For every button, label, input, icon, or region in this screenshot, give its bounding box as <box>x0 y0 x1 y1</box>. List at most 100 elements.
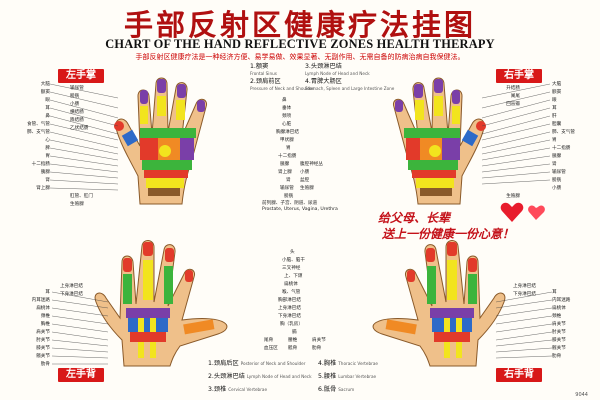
right-back-leader-lines <box>495 291 553 359</box>
right-palm-leader-lines <box>481 83 551 185</box>
slogan-line-2: 送上一份健康一份心意！ <box>382 227 515 241</box>
left-palm-label: 心 <box>45 138 50 143</box>
bottom-legend-item: 3.颈椎 Cervical Vertebrae <box>208 386 268 393</box>
right-palm-label: 小肠 <box>552 186 562 191</box>
left-palm-label: 乙状结肠 <box>70 126 89 131</box>
center-top-label: 甲状腺 <box>280 138 294 143</box>
right-back-label: 膝关节 <box>552 338 566 343</box>
center-bottom-label: 肋骨 <box>312 346 322 351</box>
left-palm-label: 胃 <box>45 154 50 159</box>
right-palm-label: 生殖腺 <box>506 194 520 199</box>
center-top-label: 膀胱 <box>284 194 294 199</box>
chart-title-chinese: 手部反射区健康疗法挂图 <box>123 8 476 42</box>
center-bottom-label: 骶骨 <box>288 346 298 351</box>
center-bottom-label: 头 <box>290 250 295 255</box>
left-palm-label: 食管、气管 <box>27 122 50 127</box>
right-back-label: 颈椎 <box>552 314 562 319</box>
left-palm-label: 十二指肠 <box>31 162 50 167</box>
left-back-label: 膝关节 <box>36 346 50 351</box>
left-palm-label: 输尿管 <box>70 86 84 91</box>
top-legend-item: 2.颈肩前区 Pressure of Neck and Shoulder <box>250 78 315 91</box>
left-palm-label: 横结肠 <box>70 110 84 115</box>
right-palm-label: 胆囊 <box>552 122 562 127</box>
right-palm-label: 十二指肠 <box>552 146 571 151</box>
right-back-label: 下身淋巴结 <box>513 292 536 297</box>
left-back-label: 颈椎 <box>40 314 50 319</box>
bottom-legend-item: 1.颈肩后区 Posterior of Neck and Shoulder <box>208 360 306 367</box>
center-bottom-label: 小脑、脑干 <box>282 258 305 263</box>
center-bottom-label: 喉、气管 <box>282 290 301 295</box>
right-palm-label: 肺、支气管 <box>552 130 575 135</box>
center-top-label: 十二指肠 <box>278 154 297 159</box>
center-top-label: 颈项 <box>282 114 292 119</box>
top-legend-item: 4.胃脾大肠区 Stomach, Spleen and Large Intest… <box>305 78 395 91</box>
left-palm-label: 生殖腺 <box>70 202 84 207</box>
left-back-label: 扁桃体 <box>36 306 50 311</box>
right-back-label: 肩关节 <box>552 322 566 327</box>
center-bottom-label: 尾骨 <box>264 338 274 343</box>
bottom-legend-item: 4.胸椎 Thoracic Vertebrae <box>318 360 378 367</box>
center-top-label: 胰腺 <box>280 162 290 167</box>
left-palm-label: 膀胱 <box>70 94 80 99</box>
center-bottom-label: 血压区 <box>264 346 278 351</box>
left-back-label: 髋关节 <box>36 354 50 359</box>
center-bottom-label: 腰椎 <box>288 338 298 343</box>
top-legend-item: 1.额窦 Frontal Sinus <box>250 63 277 76</box>
center-bottom-label: 胸（乳房） <box>280 322 303 327</box>
right-palm-label: 胃 <box>552 138 557 143</box>
right-back-label: 肘关节 <box>552 330 566 335</box>
right-palm-label: 眼 <box>552 98 557 103</box>
left-palm-label: 大脑 <box>40 82 50 87</box>
right-back-tag: 右手背 <box>496 368 542 382</box>
center-top-label: 盆腔 <box>300 178 310 183</box>
center-top-label: 输尿管 <box>280 186 294 191</box>
left-palm-label: 鼻 <box>45 114 50 119</box>
slogan-line-1: 给父母、长辈 <box>378 211 451 225</box>
left-palm-label: 脾 <box>45 146 50 151</box>
chart-introduction: 手部反射区健康疗法是一种经济方便、易学易做、效果显著、无副作用、无需自备的防病治… <box>135 53 465 61</box>
product-code: 9044 <box>575 392 588 398</box>
left-back-label: 肩关节 <box>36 330 50 335</box>
chart-title-english: CHART OF THE HAND REFLECTIVE ZONES HEALT… <box>105 37 495 51</box>
center-bottom-label: 上、下颌 <box>284 274 303 279</box>
left-back-label: 肘关节 <box>36 338 50 343</box>
left-back-label: 上身淋巴结 <box>60 284 83 289</box>
left-palm-label: 小肠 <box>70 102 80 107</box>
right-palm-label: 大脑 <box>552 82 562 87</box>
right-back-label: 扁桃体 <box>552 306 566 311</box>
right-palm-label: 肾 <box>552 162 557 167</box>
left-palm-label: 胰腺 <box>40 170 50 175</box>
left-palm-label: 额窦 <box>40 90 50 95</box>
right-palm-label: 胰腺 <box>552 154 562 159</box>
right-palm-label: 升结肠 <box>506 86 520 91</box>
right-palm-tag: 右手掌 <box>496 69 542 83</box>
left-back-tag: 左手背 <box>58 368 104 382</box>
right-back-diagram <box>372 240 506 367</box>
right-palm-label: 回盲瓣 <box>506 102 520 107</box>
left-back-label: 内耳迷路 <box>31 298 50 303</box>
left-palm-tag: 左手掌 <box>58 69 104 83</box>
left-back-label: 肋骨 <box>40 362 50 367</box>
left-back-label: 耳 <box>45 290 50 295</box>
right-palm-diagram <box>392 77 486 205</box>
bottom-legend-item: 2.头颈淋巴结 Lymph Node of Head and Neck <box>208 373 312 380</box>
center-top-label: 垂体 <box>282 106 292 111</box>
right-back-label: 耳 <box>552 290 557 295</box>
left-palm-label: 肺、支气管 <box>27 130 50 135</box>
center-bottom-label: 上身淋巴结 <box>278 306 301 311</box>
right-palm-label: 膀胱 <box>552 178 562 183</box>
right-palm-label: 肝 <box>552 114 557 119</box>
center-top-label: 小肠 <box>300 170 310 175</box>
center-bottom-label: 三叉神经 <box>282 266 301 271</box>
right-back-label: 上身淋巴结 <box>513 284 536 289</box>
center-bottom-label: 胸部淋巴结 <box>278 298 301 303</box>
center-top-label: 肾 <box>286 178 291 183</box>
top-legend-item: 3.头颈淋巴结 Lymph Node of Head and Neck <box>305 63 370 76</box>
center-top-label: 前列腺、子宫、阴道、尿道 <box>262 201 318 206</box>
center-top-label: 胃 <box>286 146 291 151</box>
right-palm-label: 阑尾 <box>510 94 520 99</box>
center-bottom-label: 下身淋巴结 <box>278 314 301 319</box>
left-palm-label: 肾 <box>45 178 50 183</box>
left-back-diagram <box>94 240 228 367</box>
